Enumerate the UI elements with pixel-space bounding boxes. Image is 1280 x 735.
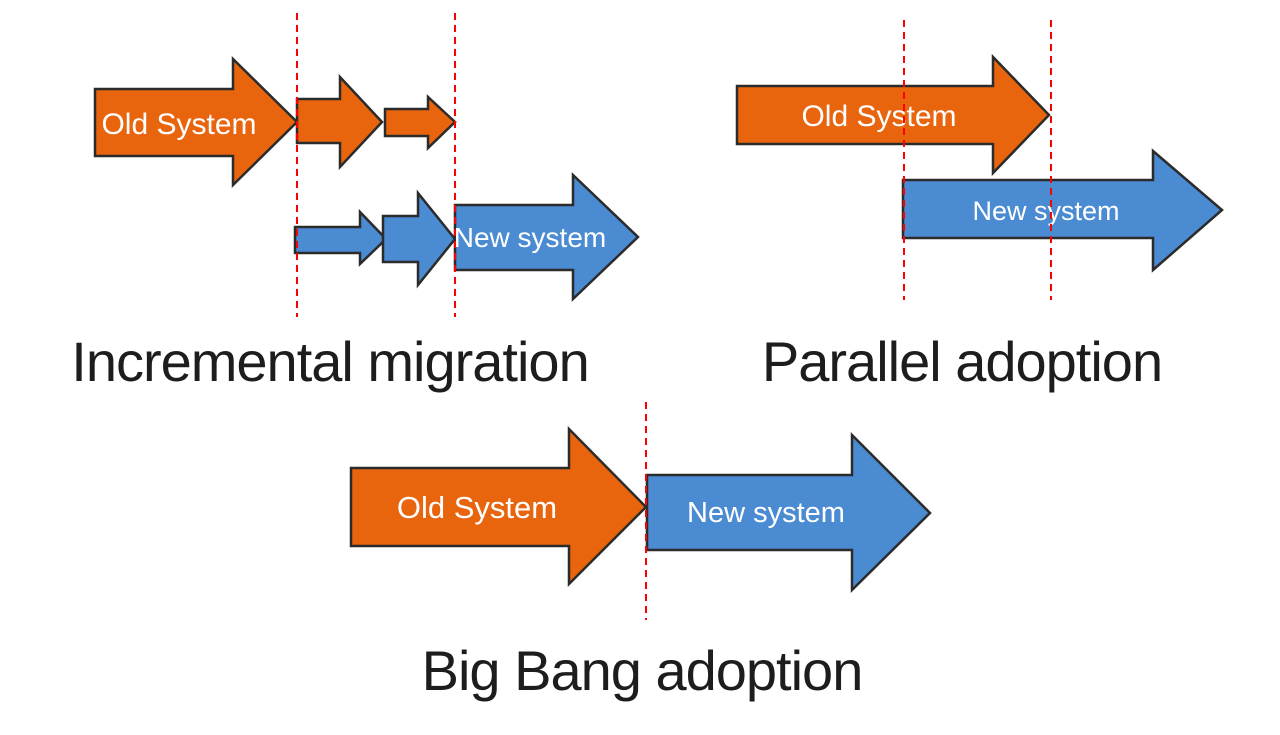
incremental-old-system-label: Old System [101, 108, 256, 141]
incremental-new-arrow-small [293, 208, 388, 267]
incremental-new-system-label: New system [454, 222, 606, 253]
parallel-adoption-group: Old System New system [735, 20, 1224, 300]
parallel-new-system-label: New system [972, 196, 1119, 226]
bigbang-new-system-label: New system [687, 497, 845, 529]
incremental-new-arrow-medium [381, 189, 457, 289]
bigbang-old-system-label: Old System [397, 490, 557, 525]
parallel-new-system-arrow [901, 148, 1224, 273]
incremental-old-arrow-medium [295, 73, 384, 171]
incremental-migration-group: Old System New system [93, 13, 640, 317]
bigbang-old-system-arrow [349, 425, 648, 588]
bigbang-new-system-arrow [645, 431, 932, 593]
parallel-old-system-arrow [735, 53, 1051, 177]
incremental-old-system-arrow-large [93, 56, 299, 188]
big-bang-adoption-caption: Big Bang adoption [421, 639, 864, 702]
parallel-adoption-caption: Parallel adoption [761, 330, 1163, 393]
incremental-old-arrow-small [383, 94, 457, 151]
parallel-old-system-label: Old System [801, 100, 956, 133]
incremental-migration-caption: Incremental migration [71, 330, 589, 393]
big-bang-adoption-group: Old System New system [349, 402, 932, 620]
incremental-new-system-arrow-large [453, 172, 640, 302]
